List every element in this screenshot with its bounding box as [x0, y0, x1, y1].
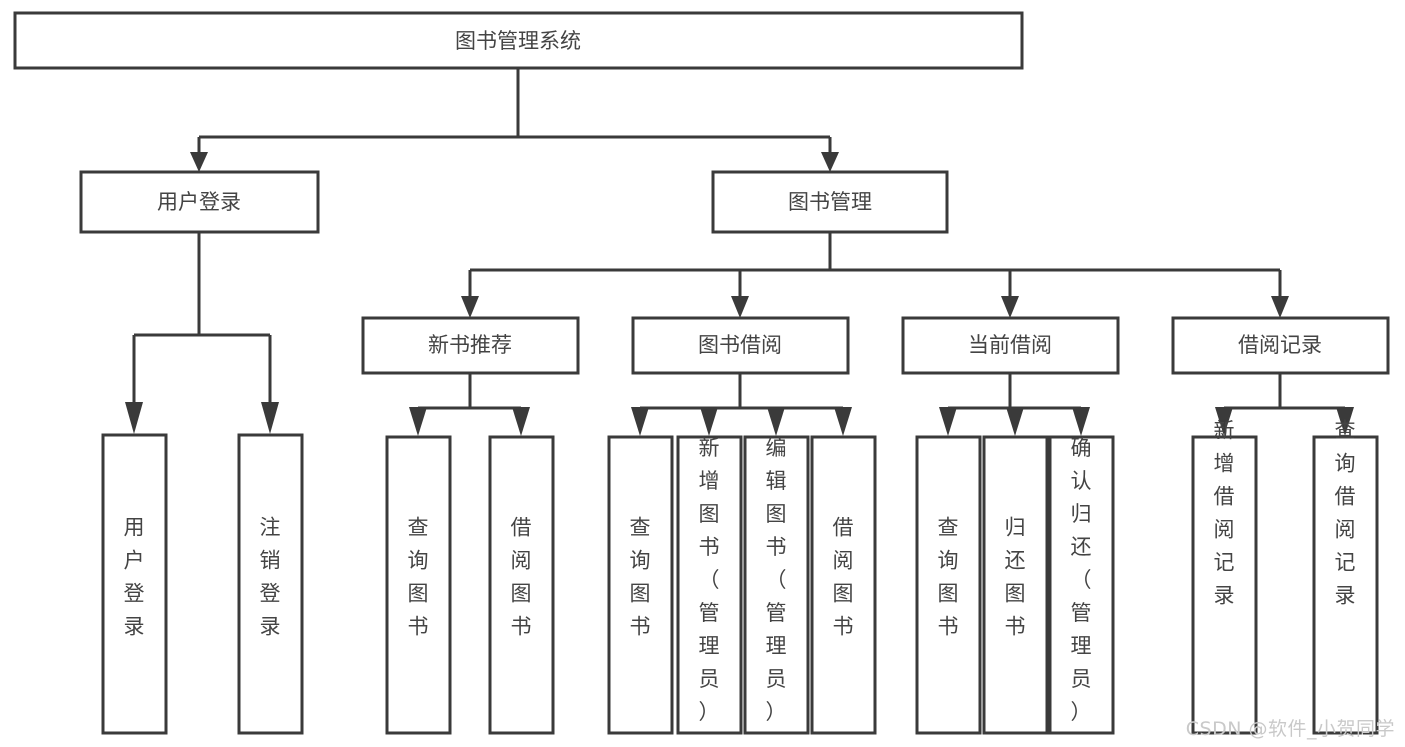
node-leaf-8[interactable]: 借阅图书 [810, 435, 877, 735]
node-leaf-5-label: 查询图书 [630, 516, 651, 639]
node-borrow-box[interactable] [631, 316, 850, 375]
node-leaf-2-label: 注销登录 [260, 516, 281, 639]
node-leaf-3-box[interactable] [385, 435, 452, 735]
node-leaf-12[interactable]: 新增借阅记录 [1191, 419, 1258, 735]
node-record-box[interactable] [1171, 316, 1390, 375]
arrow-record-leaf-1-icon [1215, 407, 1233, 436]
node-leaf-7-box[interactable] [743, 435, 810, 735]
node-leaf-6[interactable]: 新增图书（管理员） [676, 435, 743, 735]
node-root[interactable]: 图书管理系统 [13, 11, 1024, 70]
node-current-box[interactable] [901, 316, 1120, 375]
node-login-label: 用户登录 [157, 190, 241, 214]
node-current[interactable]: 当前借阅 [901, 316, 1120, 375]
arrow-login-leaf-1-icon [125, 402, 143, 434]
node-leaf-10[interactable]: 归还图书 [982, 435, 1049, 735]
node-root-box[interactable] [13, 11, 1024, 70]
arrow-to-current-icon [1001, 296, 1019, 318]
node-bookmgmt-box[interactable] [711, 170, 949, 234]
node-leaf-7[interactable]: 编辑图书（管理员） [743, 435, 810, 735]
edge-layer [125, 69, 1354, 436]
node-bookmgmt-label: 图书管理 [788, 190, 872, 214]
arrow-root-to-login-icon [190, 152, 208, 172]
node-leaf-4-box[interactable] [488, 435, 555, 735]
node-leaf-7-label: 编辑图书（管理员） [766, 436, 787, 724]
arrow-current-leaf-3-icon [1072, 407, 1090, 436]
node-leaf-4[interactable]: 借阅图书 [488, 435, 555, 735]
arrow-current-leaf-2-icon [1006, 407, 1024, 436]
node-leaf-13-box[interactable] [1312, 435, 1379, 735]
node-login[interactable]: 用户登录 [79, 170, 320, 234]
arrow-newbook-leaf-2-icon [512, 407, 530, 436]
node-borrow-label: 图书借阅 [698, 333, 782, 357]
arrow-borrow-leaf-2-icon [700, 407, 718, 436]
arrow-borrow-leaf-4-icon [834, 407, 852, 436]
node-leaf-2-box[interactable] [237, 433, 304, 735]
node-leaf-3[interactable]: 查询图书 [385, 435, 452, 735]
node-leaf-11-box[interactable] [1048, 435, 1115, 735]
arrow-newbook-leaf-1-icon [409, 407, 427, 436]
arrow-to-borrow-icon [731, 296, 749, 318]
node-newbook[interactable]: 新书推荐 [361, 316, 580, 375]
node-leaf-6-box[interactable] [676, 435, 743, 735]
node-leaf-13-label: 查询借阅记录 [1335, 419, 1356, 608]
node-layer: 图书管理系统 用户登录 图书管理 新书推荐 图书借阅 当前 [13, 11, 1390, 735]
node-newbook-box[interactable] [361, 316, 580, 375]
node-leaf-8-box[interactable] [810, 435, 877, 735]
node-leaf-1[interactable]: 用户登录 [101, 433, 168, 735]
node-leaf-11-label: 确认归还（管理员） [1071, 436, 1092, 724]
node-leaf-9[interactable]: 查询图书 [915, 435, 982, 735]
node-leaf-3-label: 查询图书 [408, 516, 429, 639]
node-leaf-4-label: 借阅图书 [511, 516, 532, 639]
arrow-root-to-bookmgmt-icon [821, 152, 839, 172]
node-record-label: 借阅记录 [1238, 333, 1322, 357]
node-leaf-11[interactable]: 确认归还（管理员） [1048, 435, 1115, 735]
node-newbook-label: 新书推荐 [428, 333, 512, 357]
node-leaf-5[interactable]: 查询图书 [607, 435, 674, 735]
arrow-record-leaf-2-icon [1336, 407, 1354, 436]
arrow-login-leaf-2-icon [261, 402, 279, 434]
arrow-borrow-leaf-3-icon [767, 407, 785, 436]
node-leaf-8-label: 借阅图书 [833, 516, 854, 639]
node-current-label: 当前借阅 [968, 333, 1052, 357]
node-root-label: 图书管理系统 [455, 29, 581, 53]
node-leaf-12-box[interactable] [1191, 435, 1258, 735]
arrow-borrow-leaf-1-icon [631, 407, 649, 436]
node-leaf-1-box[interactable] [101, 433, 168, 735]
node-leaf-12-label: 新增借阅记录 [1214, 419, 1235, 608]
node-leaf-13[interactable]: 查询借阅记录 [1312, 419, 1379, 735]
node-leaf-2[interactable]: 注销登录 [237, 433, 304, 735]
arrow-to-newbook-icon [461, 296, 479, 318]
node-leaf-10-label: 归还图书 [1005, 516, 1026, 639]
arrow-to-record-icon [1271, 296, 1289, 318]
node-leaf-6-label: 新增图书（管理员） [699, 436, 720, 724]
node-leaf-5-box[interactable] [607, 435, 674, 735]
node-borrow[interactable]: 图书借阅 [631, 316, 850, 375]
arrow-current-leaf-1-icon [939, 407, 957, 436]
node-record[interactable]: 借阅记录 [1171, 316, 1390, 375]
node-bookmgmt[interactable]: 图书管理 [711, 170, 949, 234]
node-leaf-10-box[interactable] [982, 435, 1049, 735]
node-leaf-1-label: 用户登录 [124, 516, 145, 639]
node-leaf-9-box[interactable] [915, 435, 982, 735]
node-leaf-9-label: 查询图书 [938, 516, 959, 639]
node-login-box[interactable] [79, 170, 320, 234]
